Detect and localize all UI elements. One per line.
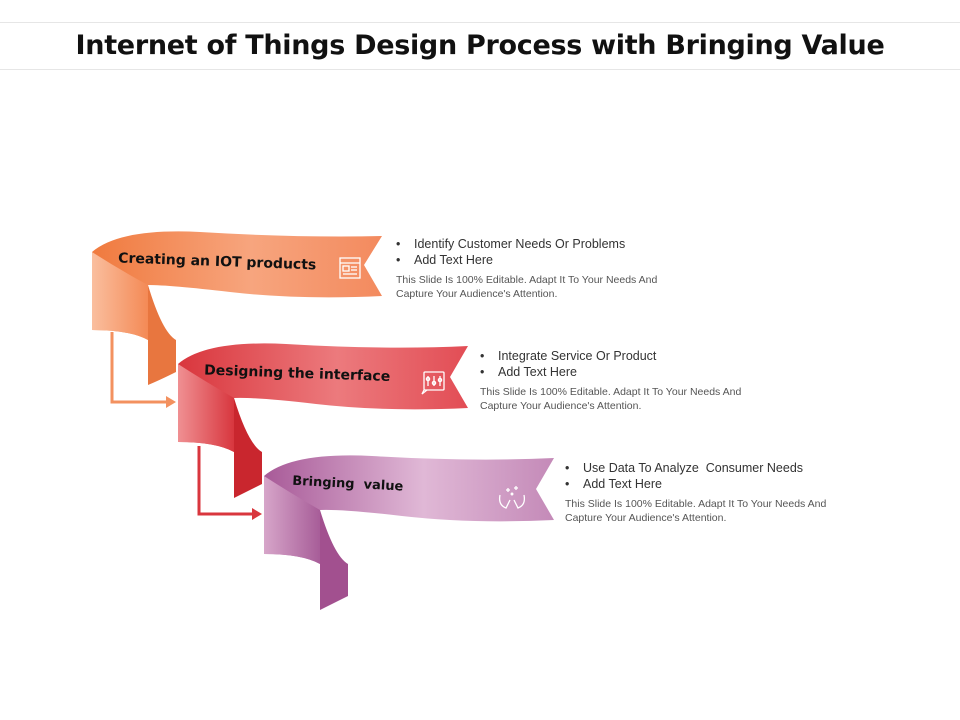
ribbon-2-fold xyxy=(234,398,262,498)
ribbon-1-label: Creating an IOT products xyxy=(118,250,317,273)
step-2-bullet-2: Add Text Here xyxy=(480,364,780,380)
browser-window-icon xyxy=(339,257,361,279)
title-bar xyxy=(0,22,960,70)
step-3-description: This Slide Is 100% Editable. Adapt It To… xyxy=(565,498,827,524)
ribbon-1-band xyxy=(92,231,382,340)
connector-arrow-1 xyxy=(110,332,176,408)
step-2-bullet-1: Integrate Service Or Product xyxy=(480,348,780,364)
ribbon-2-band xyxy=(178,343,468,452)
ribbon-3-band xyxy=(264,455,554,564)
connector-arrow-2 xyxy=(197,446,262,520)
step-3-textblock: Use Data To Analyze Consumer Needs Add T… xyxy=(565,460,865,525)
ribbon-3-label: Bringing value xyxy=(292,474,404,495)
hands-sparkle-icon xyxy=(498,486,526,509)
ribbon-step-3: Bringing value xyxy=(264,455,554,610)
interface-settings-icon xyxy=(421,371,445,395)
step-1-bullet-1: Identify Customer Needs Or Problems xyxy=(396,236,696,252)
step-2-description: This Slide Is 100% Editable. Adapt It To… xyxy=(480,386,742,412)
step-1-description: This Slide Is 100% Editable. Adapt It To… xyxy=(396,274,658,300)
step-2-textblock: Integrate Service Or Product Add Text He… xyxy=(480,348,780,413)
step-3-bullet-1: Use Data To Analyze Consumer Needs xyxy=(565,460,865,476)
step-1-textblock: Identify Customer Needs Or Problems Add … xyxy=(396,236,696,301)
ribbon-2-label: Designing the interface xyxy=(204,362,391,384)
ribbon-step-1: Creating an IOT products xyxy=(92,231,382,385)
page-title: Internet of Things Design Process with B… xyxy=(75,30,885,61)
ribbon-step-2: Designing the interface xyxy=(178,343,468,498)
ribbon-1-fold xyxy=(148,285,176,385)
ribbon-3-fold xyxy=(320,510,348,610)
step-1-bullet-2: Add Text Here xyxy=(396,252,696,268)
step-3-bullet-2: Add Text Here xyxy=(565,476,865,492)
